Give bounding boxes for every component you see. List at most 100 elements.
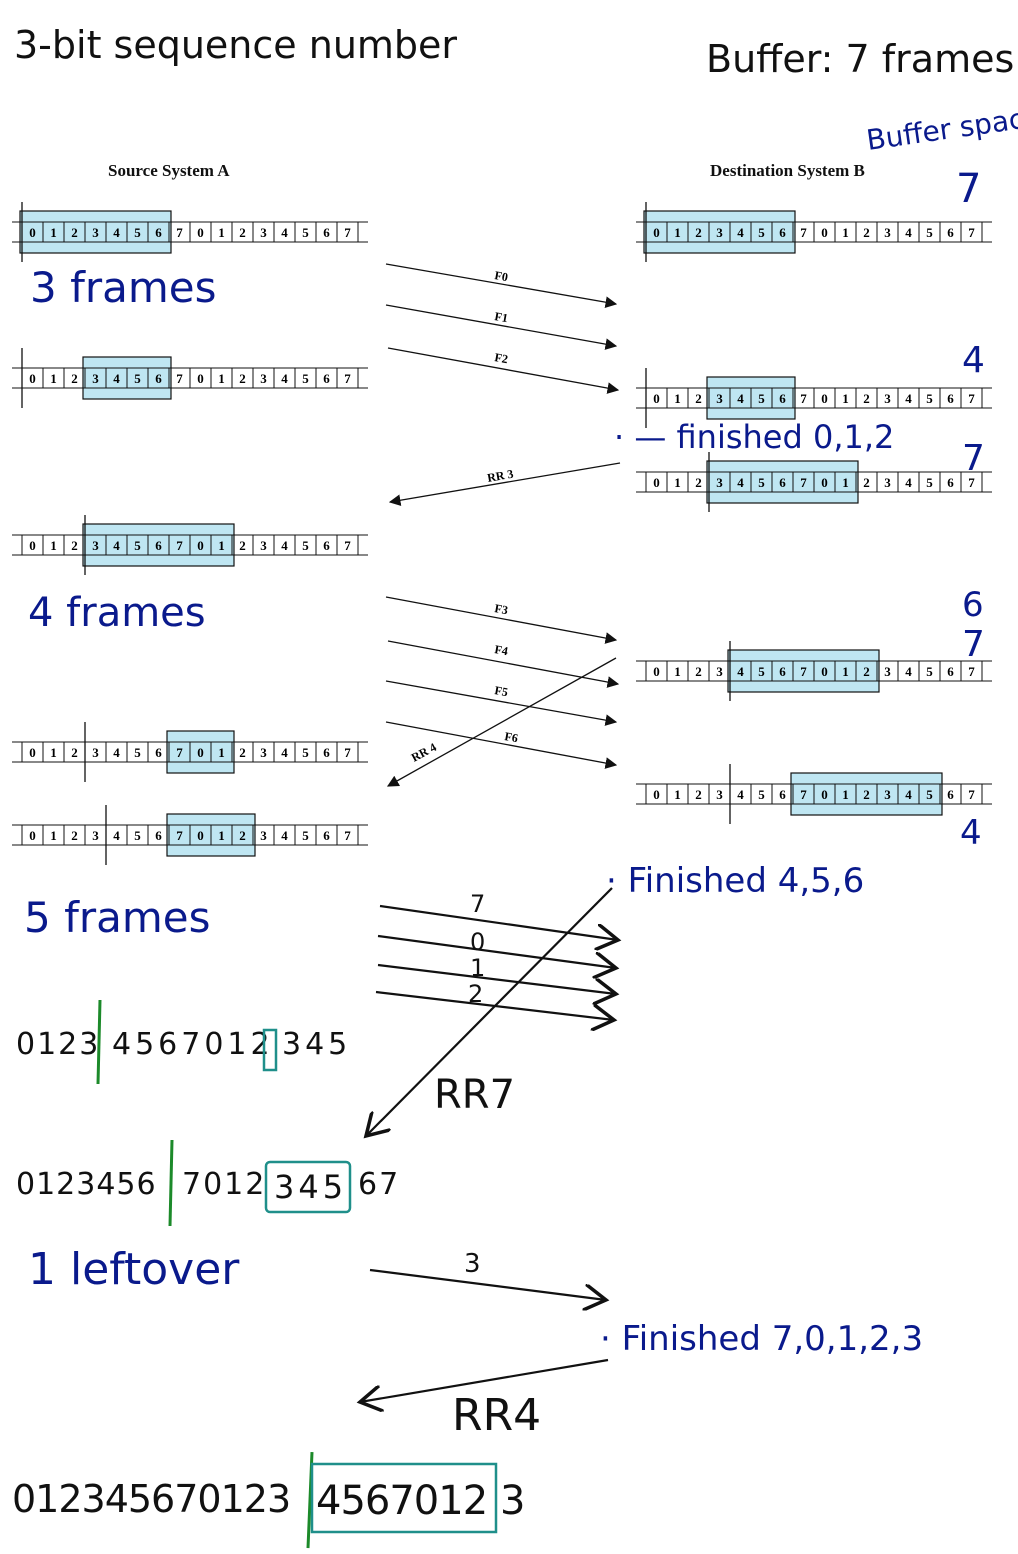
hw-arrow-0 [377, 934, 616, 968]
handwritten-arrows [360, 887, 618, 1402]
sequence-cell: 3 [92, 745, 99, 760]
arrow-f3 [385, 596, 618, 644]
dest-label: Destination System B [710, 161, 865, 180]
sequence-cell: 1 [218, 371, 225, 386]
sequence-cell: 0 [197, 828, 204, 843]
sequence-cell: 7 [800, 787, 807, 802]
sequence-cell: 6 [947, 391, 954, 406]
note-finished-012: · — finished 0,1,2 [614, 418, 894, 456]
sequence-cell: 7 [344, 371, 351, 386]
sequence-cell: 5 [926, 787, 933, 802]
sequence-cell: 0 [653, 787, 660, 802]
sequence-cell: 6 [155, 371, 162, 386]
hw-label-rr7: RR7 [434, 1072, 515, 1118]
sequence-cell: 4 [905, 391, 912, 406]
sequence-cell: 7 [176, 371, 183, 386]
sequence-cell: 2 [239, 538, 246, 553]
sequence-cell: 4 [737, 225, 744, 240]
sequence-cell: 2 [71, 745, 78, 760]
seq3-teal-box [310, 1462, 498, 1534]
note-finished-70123: · Finished 7,0,1,2,3 [600, 1319, 923, 1359]
sequence-cell: 0 [197, 538, 204, 553]
sequence-cell: 6 [779, 225, 786, 240]
sequence-cell: 7 [968, 475, 975, 490]
sequence-cell: 7 [968, 664, 975, 679]
seq2-part-a: 0123456 [16, 1167, 157, 1202]
sequence-cell: 0 [29, 371, 36, 386]
sequence-cell: 4 [737, 475, 744, 490]
sequence-cell: 3 [884, 225, 891, 240]
sequence-cell: 3 [260, 745, 267, 760]
sequence-cell: 2 [863, 664, 870, 679]
sequence-cell: 1 [674, 787, 681, 802]
sequence-cell: 3 [92, 371, 99, 386]
buffer-count-6: 6 [962, 585, 984, 625]
hw-arrow-rr7 [366, 887, 613, 1136]
sequence-cell: 3 [260, 225, 267, 240]
sequence-cell: 4 [113, 745, 120, 760]
sequence-cell: 6 [323, 225, 330, 240]
sequence-cell: 7 [176, 745, 183, 760]
sequence-cell: 5 [758, 225, 765, 240]
window-box [790, 772, 943, 816]
sequence-cell: 4 [281, 745, 288, 760]
sequence-cell: 7 [800, 391, 807, 406]
frame-arrows [385, 263, 621, 787]
sequence-cell: 7 [344, 828, 351, 843]
label-f1: F1 [493, 309, 509, 325]
sequence-cell: 2 [695, 664, 702, 679]
sequence-cell: 4 [281, 371, 288, 386]
sequence-cell: 0 [821, 787, 828, 802]
sequence-cell: 2 [239, 828, 246, 843]
sequence-cell: 3 [92, 828, 99, 843]
sequence-cell: 1 [218, 745, 225, 760]
sequence-cell: 6 [947, 475, 954, 490]
source-label: Source System A [108, 161, 230, 180]
sequence-cell: 1 [674, 475, 681, 490]
title-left: 3-bit sequence number [14, 23, 457, 67]
sequence-cell: 3 [260, 828, 267, 843]
sequence-cell: 2 [239, 745, 246, 760]
buffer-space-label: Buffer space [864, 100, 1018, 157]
sequence-cell: 3 [884, 475, 891, 490]
sequence-cell: 7 [800, 225, 807, 240]
sequence-cell: 1 [218, 225, 225, 240]
sequence-cell: 1 [842, 475, 849, 490]
hw-label-0: 0 [470, 928, 485, 956]
buffer-count-7c: 7 [962, 624, 985, 665]
sequence-cell: 0 [653, 391, 660, 406]
sequence-cell: 4 [737, 391, 744, 406]
sequence-cell: 4 [905, 664, 912, 679]
label-f5: F5 [493, 683, 509, 699]
sequence-cell: 1 [674, 225, 681, 240]
buffer-count-4: 4 [962, 340, 985, 381]
label-f6: F6 [503, 729, 519, 745]
sequence-cell: 3 [884, 391, 891, 406]
sequence-cell: 7 [176, 225, 183, 240]
seq2-teal-box [264, 1160, 352, 1214]
sequence-cell: 7 [176, 538, 183, 553]
sequence-cell: 4 [281, 225, 288, 240]
sequence-cell: 5 [302, 538, 309, 553]
sequence-cell: 3 [92, 538, 99, 553]
seq2-part-b: 7012 [182, 1167, 266, 1202]
sequence-cell: 4 [281, 538, 288, 553]
sequence-cell: 5 [926, 391, 933, 406]
seq2-part-d: 67 [358, 1167, 400, 1202]
buffer-count-7b: 7 [962, 438, 985, 479]
sequence-cell: 2 [71, 225, 78, 240]
sequence-cell: 0 [29, 745, 36, 760]
arrow-f4 [387, 640, 620, 688]
sequence-cell: 4 [905, 225, 912, 240]
sequence-cell: 1 [218, 828, 225, 843]
handwritten-sequence-2: 0123456 7012 345 67 [16, 1139, 400, 1227]
sequence-cell: 1 [842, 391, 849, 406]
sequence-cell: 0 [653, 475, 660, 490]
sequence-cell: 5 [926, 475, 933, 490]
sequence-cell: 0 [29, 538, 36, 553]
